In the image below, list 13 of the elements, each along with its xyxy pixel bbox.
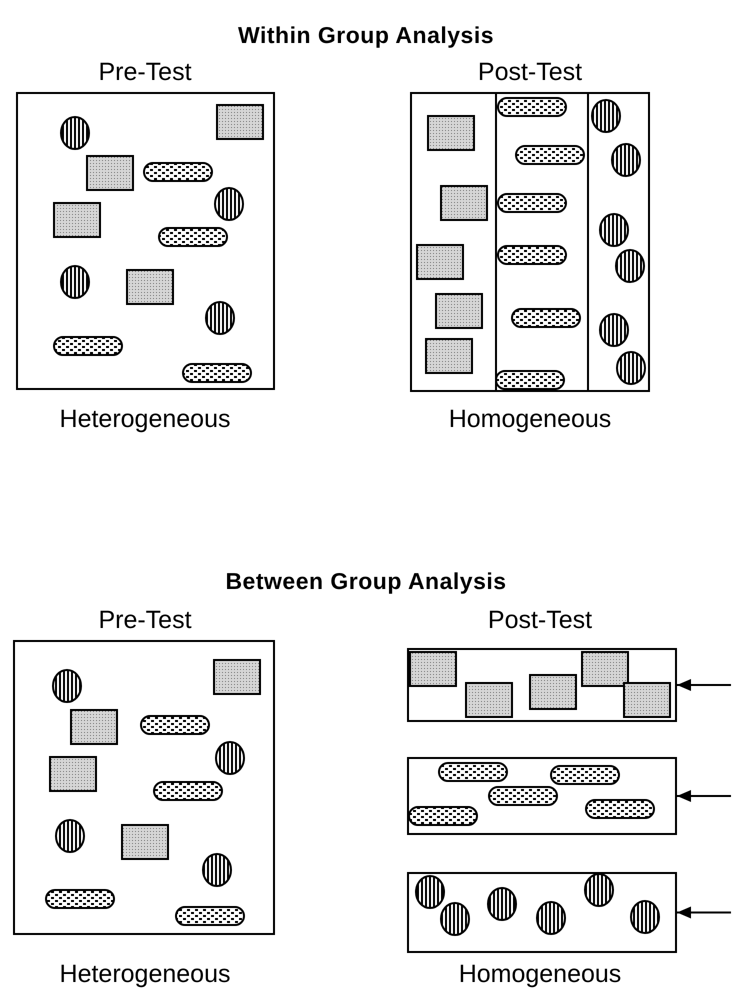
group-heading: Pre-Test: [98, 606, 192, 635]
section-title: Within Group Analysis: [238, 22, 494, 49]
group-caption: Homogeneous: [458, 960, 622, 989]
section-title: Between Group Analysis: [225, 568, 507, 595]
group-caption: Homogeneous: [448, 405, 612, 434]
group-heading: Post-Test: [478, 58, 582, 87]
group-heading: Pre-Test: [98, 58, 192, 87]
group-heading: Post-Test: [488, 606, 592, 635]
arrow: [677, 906, 731, 918]
arrow: [677, 679, 731, 691]
group-caption: Heterogeneous: [60, 405, 230, 434]
group-caption: Heterogeneous: [60, 960, 230, 989]
arrow: [677, 790, 731, 802]
